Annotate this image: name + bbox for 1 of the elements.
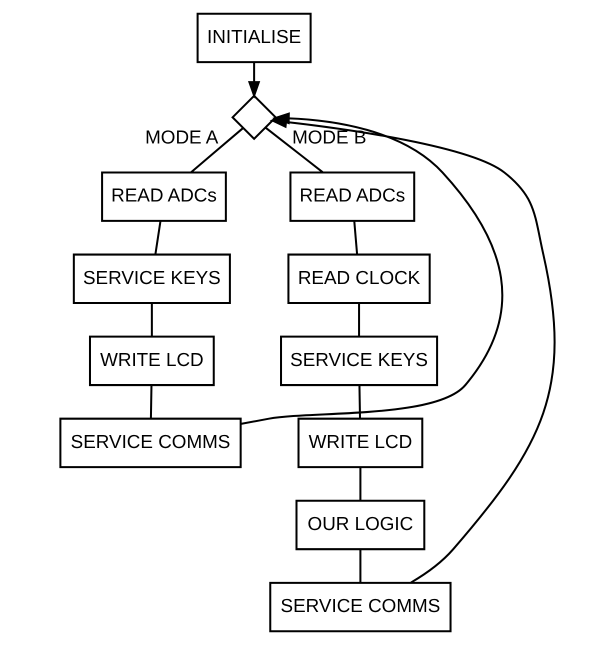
edge-label: MODE A [145, 126, 218, 148]
